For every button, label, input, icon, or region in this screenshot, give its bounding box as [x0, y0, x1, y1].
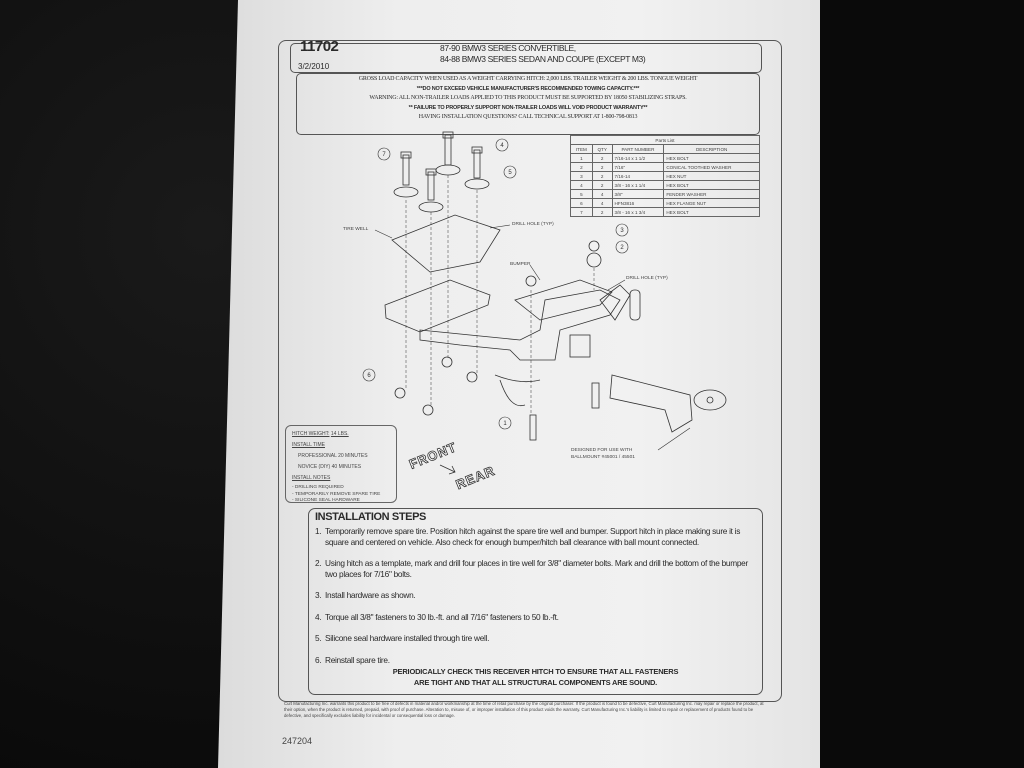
- note-item: - TEMPORARILY REMOVE SPARE TIRE: [292, 491, 381, 497]
- step-number: 6.: [315, 654, 322, 665]
- warranty-warning: ** FAILURE TO PROPERLY SUPPORT NON-TRAIL…: [408, 104, 648, 111]
- step-text: Silicone seal hardware installed through…: [325, 633, 490, 643]
- hitch-weight-value: 14 LBS.: [330, 431, 349, 437]
- step-number: 3.: [315, 590, 322, 600]
- installation-step: 3.Install hardware as shown.: [315, 590, 756, 601]
- instruction-sheet: [218, 0, 820, 768]
- installation-step: 1.Temporarily remove spare tire. Positio…: [315, 526, 756, 547]
- step-text: Reinstall spare tire.: [325, 654, 390, 665]
- note-item: - SILICONE SEAL HARDWARE: [292, 498, 360, 503]
- novice-time: NOVICE (DIY) 40 MINUTES: [298, 464, 362, 470]
- callout-3: 3: [620, 228, 624, 234]
- installation-step: 2.Using hitch as a template, mark and dr…: [315, 558, 756, 579]
- installation-step: 4.Torque all 3/8" fasteners to 30 lb.-ft…: [315, 612, 756, 623]
- document-number: 247204: [282, 736, 313, 746]
- step-text: Install hardware as shown.: [325, 590, 416, 600]
- install-time-label: INSTALL TIME: [292, 442, 325, 448]
- callout-5: 5: [508, 170, 512, 176]
- step-number: 4.: [315, 611, 322, 622]
- bolt-4a: [442, 131, 454, 166]
- professional-time: PROFESSIONAL 20 MINUTES: [298, 453, 368, 459]
- callout-1: 1: [503, 421, 507, 427]
- drill-hole-label-1: DRILL HOLE (TYP): [512, 222, 554, 227]
- drill-hole-label-2: DRILL HOLE (TYP): [626, 276, 668, 281]
- warning-box: GROSS LOAD CAPACITY WHEN USED AS A WEIGH…: [296, 73, 760, 135]
- installation-step: 5.Silicone seal hardware installed throu…: [315, 633, 756, 644]
- callout-6: 6: [367, 373, 371, 379]
- parts-cell: 7: [570, 207, 593, 217]
- non-trailer-warning: WARNING: ALL NON-TRAILER LOADS APPLIED T…: [369, 95, 687, 101]
- document-frame: [278, 40, 782, 702]
- installation-title: INSTALLATION STEPS: [315, 511, 426, 523]
- install-notes-label: INSTALL NOTES: [292, 475, 331, 481]
- note-item: - DRILLING REQUIRED: [292, 485, 344, 490]
- bumper-label: BUMPER: [510, 262, 531, 267]
- check-line-2: ARE TIGHT AND THAT ALL STRUCTURAL COMPON…: [413, 678, 658, 687]
- bolt-7: [400, 151, 412, 186]
- step-text: Torque all 3/8" fasteners to 30 lb.-ft. …: [325, 611, 559, 622]
- bolt-7b: [425, 168, 437, 201]
- callout-4: 4: [500, 143, 504, 149]
- step-text: Temporarily remove spare tire. Position …: [325, 526, 741, 547]
- capacity-line: GROSS LOAD CAPACITY WHEN USED AS A WEIGH…: [358, 76, 698, 82]
- check-line-1: PERIODICALLY CHECK THIS RECEIVER HITCH T…: [392, 667, 679, 676]
- title-line-1: 87-90 BMW3 SERIES CONVERTIBLE,: [440, 43, 576, 53]
- step-number: 1.: [315, 526, 322, 536]
- towing-warning: ***DO NOT EXCEED VEHICLE MANUFACTURER'S …: [416, 85, 640, 92]
- steps-list: 1.Temporarily remove spare tire. Positio…: [315, 526, 756, 665]
- step-number: 5.: [315, 633, 322, 643]
- vehicle-title: 87-90 BMW3 SERIES CONVERTIBLE, 84-88 BMW…: [440, 43, 646, 65]
- hitch-weight-label: HITCH WEIGHT:: [292, 431, 330, 437]
- bolt-4b: [471, 146, 483, 179]
- step-text: Using hitch as a template, mark and dril…: [325, 558, 748, 579]
- support-line: HAVING INSTALLATION QUESTIONS? CALL TECH…: [418, 114, 638, 120]
- installation-steps-box: INSTALLATION STEPS 1.Temporarily remove …: [308, 508, 763, 695]
- part-number: 11702: [300, 38, 339, 55]
- title-line-2: 84-88 BMW3 SERIES SEDAN AND COUPE (EXCEP…: [440, 54, 646, 64]
- callout-7: 7: [382, 152, 386, 158]
- parts-cell: HEX BOLT: [663, 207, 760, 217]
- ballmount-line-2: BALLMOUNT #45001 / 45501: [571, 455, 635, 460]
- date: 3/2/2010: [298, 62, 330, 71]
- step-number: 2.: [315, 558, 322, 568]
- periodic-check-notice: PERIODICALLY CHECK THIS RECEIVER HITCH T…: [315, 666, 756, 688]
- callout-2: 2: [620, 245, 624, 251]
- install-notes-box: HITCH WEIGHT: 14 LBS. INSTALL TIME PROFE…: [285, 425, 397, 503]
- ballmount-note: DESIGNED FOR USE WITH BALLMOUNT #45001 /…: [571, 447, 635, 461]
- tire-well-label: TIRE WELL: [343, 227, 369, 232]
- installation-step: 6.Reinstall spare tire.: [315, 655, 756, 666]
- warranty-text: Curt Manufacturing Inc. warrants this pr…: [284, 701, 764, 718]
- header-box: [290, 43, 762, 73]
- ballmount-line-1: DESIGNED FOR USE WITH: [571, 448, 633, 453]
